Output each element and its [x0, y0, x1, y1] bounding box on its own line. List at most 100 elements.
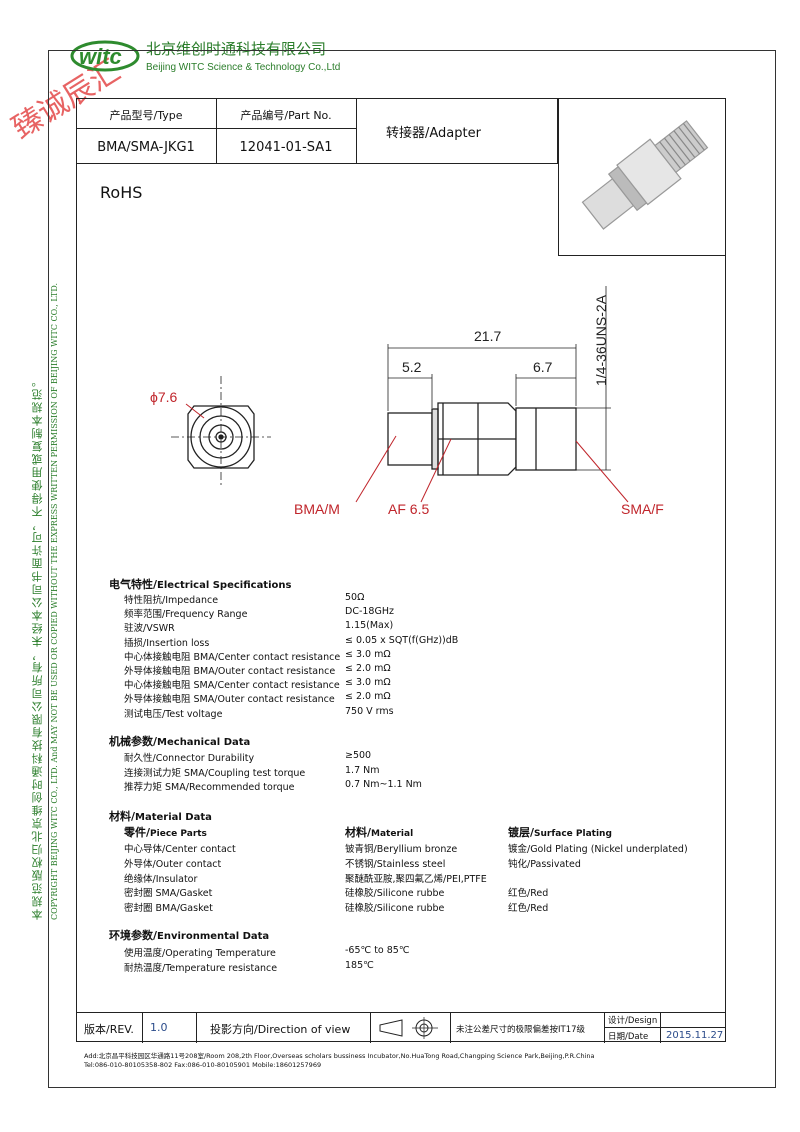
mechanical-row-label: 耐久性/Connector Durability [124, 753, 255, 764]
mechanical-section-title: 机械参数/Mechanical Data [109, 733, 250, 749]
electrical-row-value: ≤ 3.0 mΩ [345, 648, 391, 660]
material-part: 绝缘体/Insulator [124, 873, 198, 885]
environmental-section-title: 环境参数/Environmental Data [109, 927, 269, 943]
electrical-row-label: 中心体接触电阻 SMA/Center contact resistance [124, 680, 340, 692]
electrical-row-label: 插损/Insertion loss [124, 637, 210, 649]
environmental-row-value: -65℃ to 85℃ [345, 945, 410, 956]
electrical-row-value: 1.15(Max) [345, 620, 394, 632]
part-value: 12041-01-SA1 [239, 140, 333, 155]
electrical-row-label: 频率范围/Frequency Range [124, 609, 248, 621]
environmental-row-label: 使用温度/Operating Temperature [124, 948, 276, 959]
electrical-row-value: ≤ 2.0 mΩ [345, 691, 391, 703]
type-label: 产品型号/Type [109, 109, 183, 122]
electrical-row-value: 750 V rms [345, 705, 394, 717]
electrical-row-value: DC-18GHz [345, 606, 394, 618]
mechanical-row-value: 0.7 Nm~1.1 Nm [345, 779, 422, 791]
tolerance-note: 未注公差尺寸的极限偏差按IT17级 [456, 1025, 586, 1035]
material-header-cn: 材料/ [345, 826, 372, 839]
title-block: 版本/REV. 1.0 投影方向/Direction of view 未注公差尺… [76, 1012, 726, 1043]
environmental-title-cn: 环境参数/ [109, 929, 158, 942]
material-header-h2: 材料/Material [345, 824, 413, 840]
electrical-row-label: 驻波/VSWR [124, 623, 175, 635]
material-title-en: Material Data [135, 812, 212, 823]
company-name-cn: 北京维创时通科技有限公司 [146, 40, 327, 58]
environmental-row-label: 耐热温度/Temperature resistance [124, 963, 278, 974]
thread-spec: 1/4-36UNS-2A [593, 294, 609, 386]
projection-label: 投影方向/Direction of view [210, 1023, 351, 1036]
electrical-row-value: ≤ 3.0 mΩ [345, 677, 391, 689]
electrical-row-label: 中心体接触电阻 BMA/Center contact resistance [124, 651, 341, 663]
material-material: 硅橡胶/Silicone rubbe [345, 903, 445, 915]
date-label: 日期/Date [608, 1032, 649, 1042]
inner-frame [76, 98, 726, 1042]
material-material: 铍青铜/Beryllium bronze [345, 844, 458, 855]
label-sma: SMA/F [621, 501, 664, 517]
environmental-row-value: 185℃ [345, 960, 374, 971]
diameter-label: ϕ7.6 [150, 389, 178, 405]
material-plating: 红色/Red [508, 888, 549, 900]
electrical-title-cn: 电气特性/ [109, 578, 158, 591]
right-length: 6.7 [533, 359, 553, 375]
part-label: 产品编号/Part No. [240, 109, 332, 122]
logo-icon: witc [70, 40, 140, 72]
design-label: 设计/Design [608, 1016, 658, 1026]
address-line: Add:北京昌平科技园区华通路11号208室/Room 208,2th Floo… [84, 1052, 595, 1060]
electrical-row-label: 外导体接触电阻 BMA/Outer contact resistance [124, 666, 336, 677]
outer-frame [48, 50, 776, 1088]
material-title-cn: 材料/ [109, 810, 136, 823]
environmental-title-en: Environmental Data [157, 931, 270, 942]
adapter-photo-icon [581, 120, 709, 230]
electrical-row-label: 特性阻抗/Impedance [124, 595, 219, 606]
company-name-en: Beijing WITC Science & Technology Co.,Lt… [146, 62, 341, 73]
material-plating: 钝化/Passivated [508, 858, 581, 870]
side-copyright-cn: 本规范版权归北京维创时通科技有限公司所有，未经本公司书面许可，不得使用或复制本规… [31, 374, 44, 920]
material-header-en: Material [371, 829, 414, 839]
material-plating: 红色/Red [508, 903, 549, 915]
svg-text:witc: witc [79, 44, 122, 69]
date-value: 2015.11.27 [666, 1030, 724, 1041]
front-view [171, 376, 271, 486]
material-part: 密封圈 BMA/Gasket [124, 903, 213, 915]
mechanical-row-label: 连接测试力矩 SMA/Coupling test torque [124, 767, 306, 779]
material-material: 不锈钢/Stainless steel [345, 858, 446, 870]
rev-label: 版本/REV. [84, 1023, 134, 1036]
material-part: 密封圈 SMA/Gasket [124, 888, 213, 900]
type-value: BMA/SMA-JKG1 [97, 140, 195, 155]
mechanical-row-value: ≥500 [345, 750, 372, 761]
label-af: AF 6.5 [388, 501, 429, 517]
electrical-row-label: 测试电压/Test voltage [124, 708, 223, 720]
projection-symbol-icon [379, 1017, 438, 1039]
side-copyright-en: COPYRIGHT BEIJING WITC CO., LTD. And MAY… [50, 282, 59, 920]
left-length: 5.2 [402, 359, 422, 375]
mechanical-row-value: 1.7 Nm [345, 764, 380, 776]
label-bma: BMA/M [294, 501, 340, 517]
electrical-row-label: 外导体接触电阻 SMA/Outer contact resistance [124, 694, 335, 706]
electrical-row-value: ≤ 0.05 x SQT(f(GHz))dB [345, 634, 459, 646]
material-header-h1: 零件/Piece Parts [124, 824, 207, 840]
material-part: 外导体/Outer contact [124, 858, 222, 870]
material-plating: 镀金/Gold Plating (Nickel underplated) [508, 844, 688, 855]
mechanical-row-label: 推荐力矩 SMA/Recommended torque [124, 782, 295, 794]
company-logo: witc [70, 36, 140, 74]
product-description: 转接器/Adapter [386, 126, 481, 141]
electrical-row-value: 50Ω [345, 592, 365, 603]
electrical-section-title: 电气特性/Electrical Specifications [109, 576, 291, 592]
material-material: 聚醚酰亚胺,聚四氟乙烯/PEI,PTFE [345, 873, 487, 885]
electrical-row-value: ≤ 2.0 mΩ [345, 663, 391, 674]
overall-length: 21.7 [474, 328, 501, 344]
material-header-en: Surface Plating [534, 829, 612, 839]
material-material: 硅橡胶/Silicone rubbe [345, 888, 445, 900]
mechanical-title-en: Mechanical Data [157, 737, 251, 748]
material-section-title: 材料/Material Data [109, 808, 212, 824]
material-header-en: Piece Parts [150, 829, 207, 839]
electrical-title-en: Electrical Specifications [157, 580, 292, 591]
material-header-cn: 镀层/ [508, 826, 535, 839]
technical-drawing: ϕ7.6 21.7 5.2 6.7 1/4-36UNS-2A BMA/M AF … [150, 286, 664, 517]
side-view [387, 402, 577, 476]
mechanical-title-cn: 机械参数/ [109, 735, 158, 748]
contact-line: Tel:086-010-80105358-802 Fax:086-010-801… [84, 1061, 322, 1069]
header-table: 产品型号/Type 产品编号/Part No. BMA/SMA-JKG1 120… [76, 98, 558, 164]
material-header-cn: 零件/ [124, 826, 151, 839]
rohs-label: RoHS [100, 183, 143, 202]
material-part: 中心导体/Center contact [124, 844, 236, 855]
